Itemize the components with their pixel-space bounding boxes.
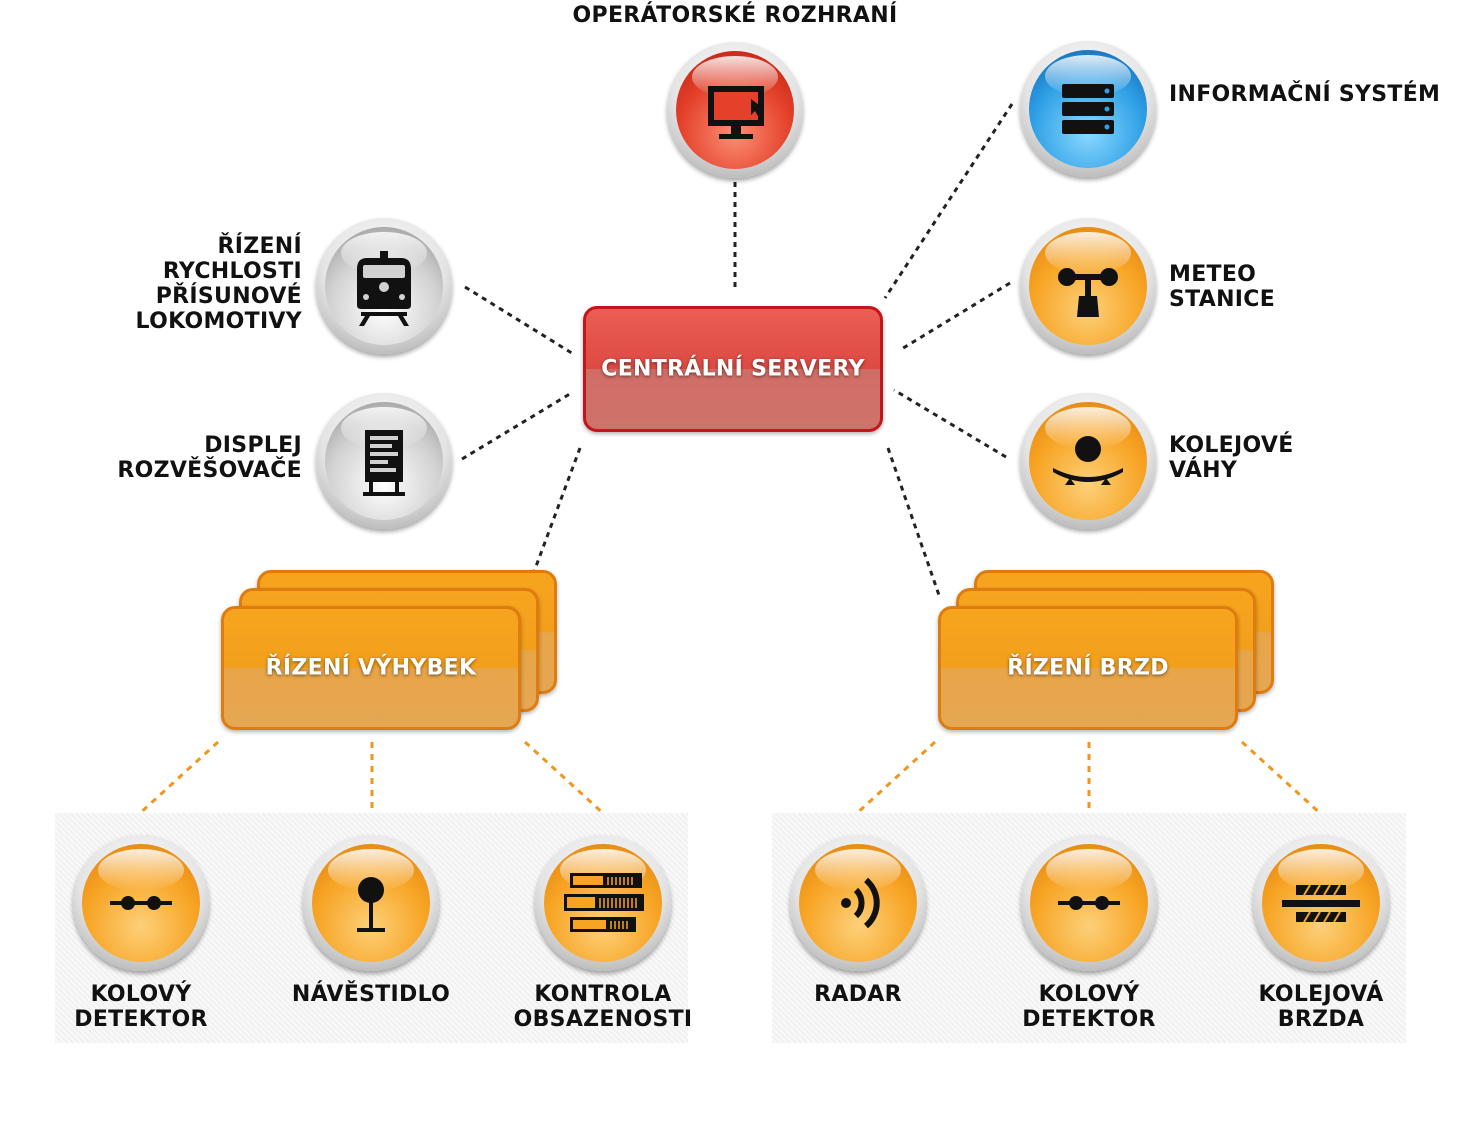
turnout-device-signal[interactable] [303, 835, 439, 971]
central-servers-label: CENTRÁLNÍ SERVERY [601, 356, 865, 382]
turnout-controller-label: ŘÍZENÍ VÝHYBEK [265, 655, 477, 681]
connector-brakes [886, 447, 942, 599]
turnout-device-label: KONTROLA OBSAZENOSTI [513, 982, 693, 1032]
server-rack-icon [1062, 84, 1114, 134]
brake-device-rail-brake[interactable] [1253, 835, 1389, 971]
connector-scale [893, 388, 1007, 459]
brake-device-wheel-detector[interactable] [1021, 835, 1157, 971]
device-connector [136, 740, 220, 817]
infosys-node[interactable] [1020, 41, 1156, 177]
central-servers-box[interactable]: CENTRÁLNÍ SERVERY [583, 306, 883, 432]
wheel-detector-icon [110, 896, 172, 910]
display-node[interactable] [316, 393, 452, 529]
wheel-detector-icon [1058, 896, 1120, 910]
scale-node[interactable] [1020, 393, 1156, 529]
loco-label: ŘÍZENÍ RYCHLOSTI PŘÍSUNOVÉ LOKOMOTIVY [135, 234, 302, 334]
operator-node[interactable] [667, 42, 803, 178]
track-scale-icon [1053, 436, 1123, 485]
connector-display [461, 390, 574, 461]
turnout-device-occupancy[interactable] [535, 835, 671, 971]
infosys-label: INFORMAČNÍ SYSTÉM [1169, 82, 1441, 107]
occupancy-icon [564, 873, 644, 932]
brake-device-label: KOLEJOVÁ BRZDA [1258, 982, 1384, 1032]
monitor-icon [708, 86, 764, 139]
meteo-node[interactable] [1020, 218, 1156, 354]
scale-label: KOLEJOVÉ VÁHY [1169, 433, 1294, 483]
brake-controller-label: ŘÍZENÍ BRZD [1007, 655, 1169, 681]
operator-label: OPERÁTORSKÉ ROZHRANÍ [572, 3, 898, 28]
meteo-label: METEO STANICE [1169, 262, 1276, 312]
brake-device-label: RADAR [814, 982, 902, 1007]
device-connector [1240, 740, 1324, 817]
anemometer-icon [1058, 268, 1118, 317]
turnout-controller-box[interactable]: ŘÍZENÍ VÝHYBEK [221, 606, 521, 730]
turnout-device-label: NÁVĚSTIDLO [291, 982, 451, 1007]
rail-brake-icon [1282, 884, 1360, 923]
brake-device-radar[interactable] [790, 835, 926, 971]
connector-infosys [883, 103, 1014, 299]
brake-controller-box[interactable]: ŘÍZENÍ BRZD [938, 606, 1238, 730]
device-connector [853, 740, 937, 817]
turnout-device-label: KOLOVÝ DETEKTOR [74, 982, 208, 1032]
turnout-device-wheel-detector[interactable] [73, 835, 209, 971]
signal-icon [357, 877, 385, 932]
connector-loco [464, 285, 576, 357]
connector-meteo [899, 281, 1011, 352]
locomotive-icon [357, 251, 411, 326]
brake-device-label: KOLOVÝ DETEKTOR [1022, 982, 1156, 1032]
device-connector [523, 740, 607, 817]
display-label: DISPLEJ ROZVĚŠOVAČE [117, 433, 302, 483]
loco-node[interactable] [316, 218, 452, 354]
display-board-icon [363, 430, 405, 496]
radar-icon [841, 877, 880, 929]
